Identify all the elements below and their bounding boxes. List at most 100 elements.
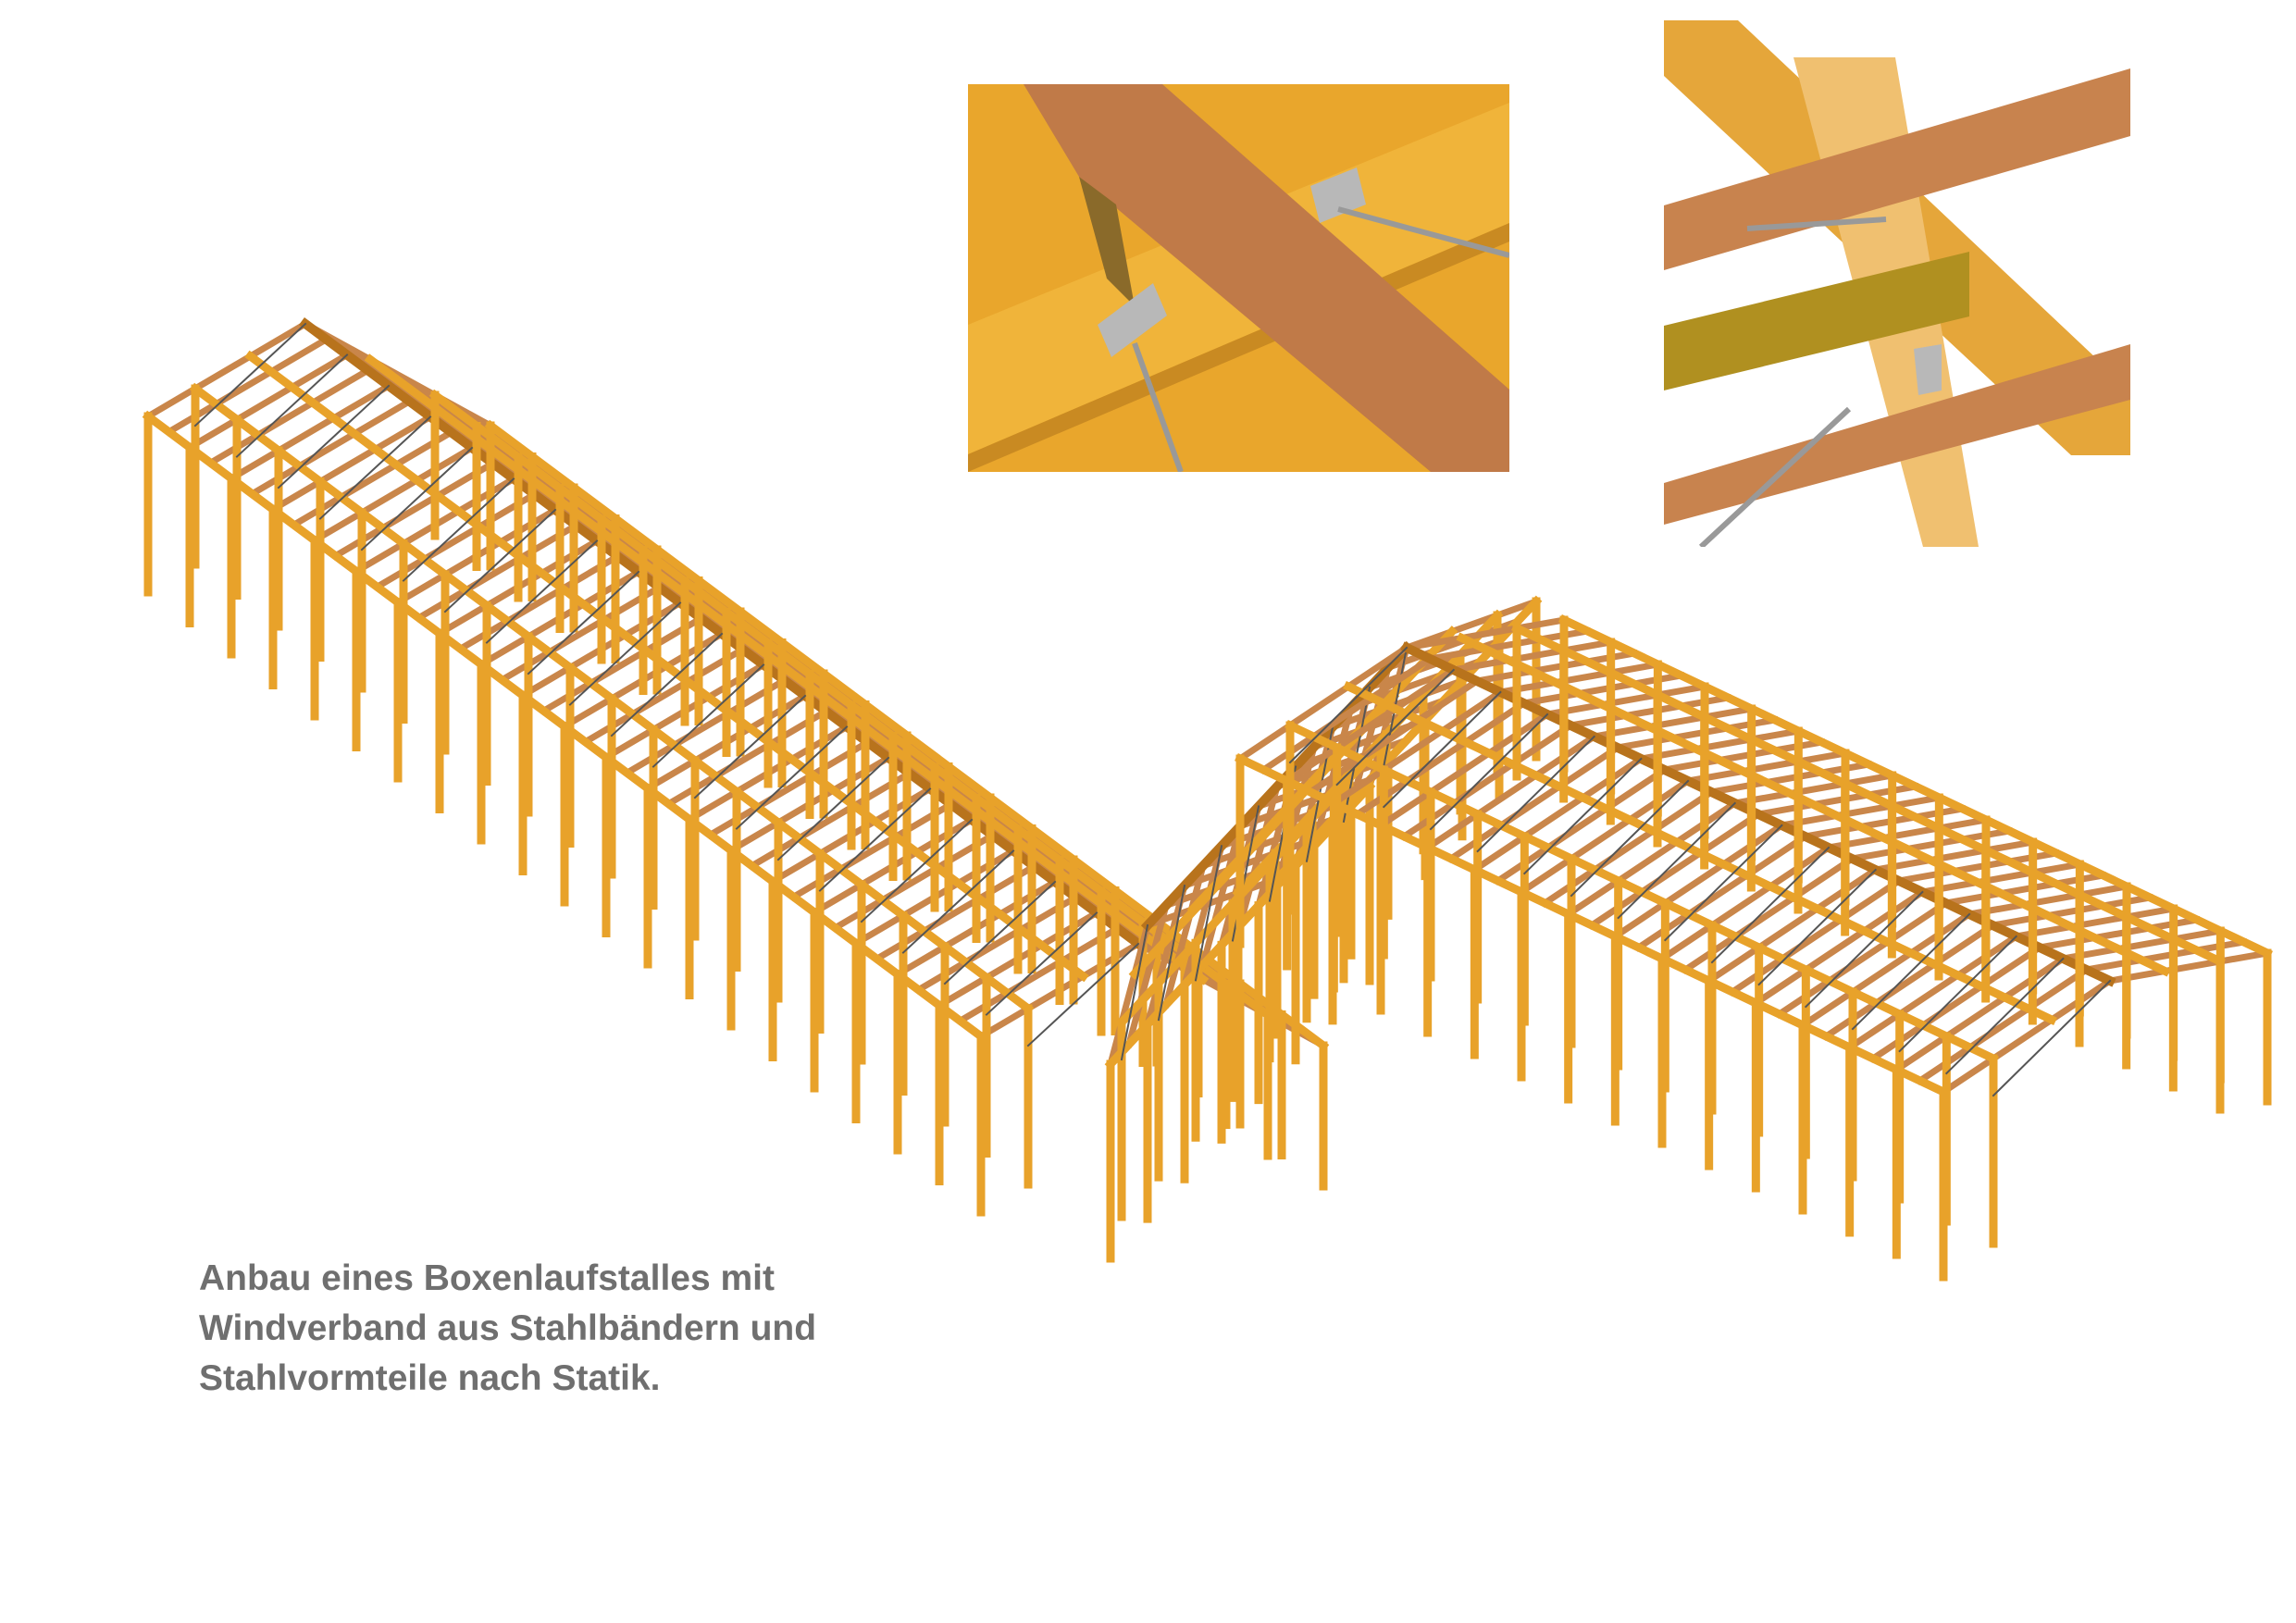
- purlin: [1285, 720, 1999, 1064]
- steel-strap: [693, 694, 807, 799]
- rafter-beam: [1024, 84, 1509, 472]
- rafter: [1637, 726, 1803, 763]
- rafter: [1402, 597, 1541, 652]
- steel-strap: [901, 849, 1015, 954]
- steel-strap: [610, 632, 724, 737]
- ridge-beam: [1400, 641, 2116, 987]
- rafter-lower: [1664, 344, 2130, 525]
- steel-strap: [1379, 646, 1409, 784]
- rafter: [2105, 948, 2272, 985]
- rafter: [2012, 904, 2178, 941]
- steel-strap: [1746, 217, 1887, 231]
- rafter: [185, 350, 352, 452]
- steel-strap: [652, 663, 765, 768]
- steel-strap: [1194, 845, 1223, 982]
- rafter: [1143, 881, 1189, 1029]
- caption-line: Stahlvormteile nach Statik.: [199, 1358, 661, 1398]
- steel-strap: [818, 787, 932, 892]
- rafter: [1282, 665, 1458, 786]
- purlin: [1235, 753, 1949, 1097]
- steel-strap: [1804, 890, 1924, 1009]
- rafter: [1449, 638, 1615, 675]
- steel-strap: [943, 880, 1057, 985]
- detail-view-rafter-connection: [968, 84, 1509, 472]
- steel-strap: [485, 539, 599, 644]
- purlin: [244, 350, 1089, 983]
- rafter: [1198, 822, 1245, 970]
- rafter: [1683, 749, 1850, 786]
- steel-strap: [1522, 757, 1643, 875]
- steel-strap: [1288, 646, 1409, 764]
- steel-strap: [735, 725, 849, 830]
- rafter: [310, 443, 477, 545]
- rafter: [1871, 837, 2037, 874]
- steel-bracket: [1914, 344, 1942, 395]
- steel-strap: [776, 756, 890, 861]
- steel-strap: [1132, 341, 1184, 472]
- purlin: [1343, 681, 2057, 1025]
- rafter: [1106, 921, 1152, 1069]
- steel-strap: [1851, 912, 1971, 1031]
- steel-strap: [318, 415, 432, 520]
- steel-strap: [1944, 957, 2065, 1075]
- caption-line: Windverband aus Stahlbändern und: [199, 1308, 817, 1348]
- steel-strap: [277, 384, 391, 489]
- steel-strap: [235, 353, 349, 458]
- rafter: [1824, 815, 1991, 852]
- steel-bracket: [1098, 283, 1167, 357]
- steel-strap: [860, 818, 974, 923]
- steel-strap: [1710, 846, 1831, 964]
- rafter: [1329, 688, 1506, 808]
- caption: Anbau eines Boxenlaufstalles mit Windver…: [199, 1254, 816, 1404]
- purlin: [1558, 614, 2273, 959]
- rafter: [1143, 874, 1282, 930]
- steel-strap: [402, 477, 515, 582]
- rafter: [2059, 926, 2225, 963]
- rafter: [1778, 793, 1943, 830]
- purlin: [1511, 623, 2226, 967]
- steel-strap: [1429, 712, 1549, 831]
- rafter: [1496, 660, 1662, 697]
- steel-strap: [1898, 935, 2018, 1053]
- steel-strap: [1663, 824, 1783, 942]
- caption-line: Anbau eines Boxenlaufstalles mit: [199, 1258, 776, 1298]
- steel-strap: [1026, 942, 1140, 1047]
- steel-strap: [1335, 668, 1456, 787]
- rafter: [1235, 643, 1411, 763]
- rafter-upper: [1664, 68, 2130, 270]
- steel-strap: [1120, 923, 1149, 1061]
- detail-view-post-connection: [1664, 20, 2130, 547]
- steel-strap: [360, 446, 474, 551]
- steel-bracket: [1310, 167, 1366, 223]
- steel-strap: [1337, 206, 1509, 258]
- purlin: [1456, 632, 2171, 977]
- rafter: [227, 381, 393, 483]
- purlin: [364, 353, 1210, 985]
- purlin: [1664, 252, 1969, 390]
- steel-strap: [1382, 690, 1502, 809]
- steel-strap: [1570, 779, 1690, 898]
- rafter: [1965, 882, 2131, 919]
- rafter: [1180, 842, 1226, 989]
- steel-strap: [1157, 884, 1186, 1022]
- rafter: [1235, 782, 1282, 930]
- rafter: [1161, 861, 1208, 1009]
- steel-strap: [193, 322, 307, 427]
- steel-strap: [1992, 979, 2112, 1097]
- rafter: [1918, 860, 2084, 897]
- steel-strap: [443, 508, 557, 613]
- steel-strap: [1757, 868, 1878, 986]
- steel-strap: [527, 570, 640, 675]
- steel-strap: [1698, 406, 1852, 547]
- rafter: [1731, 771, 1896, 808]
- steel-strap: [1617, 801, 1737, 920]
- rafter: [143, 319, 310, 421]
- rafter: [1590, 704, 1756, 741]
- rafter: [1402, 615, 1569, 652]
- rafter: [1543, 682, 1709, 719]
- steel-strap: [1476, 735, 1596, 853]
- rafter: [268, 412, 435, 514]
- steel-strap: [985, 911, 1098, 1016]
